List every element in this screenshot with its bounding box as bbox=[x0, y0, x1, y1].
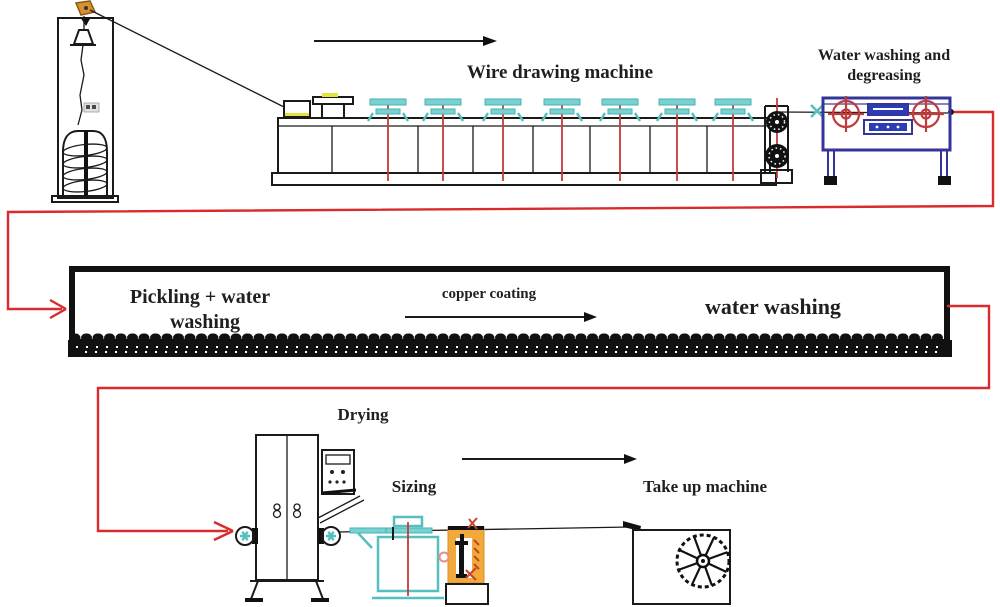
pickling-label-line2: washing bbox=[170, 311, 240, 333]
capstan-wheel-icon bbox=[765, 144, 789, 168]
lubricator-box bbox=[438, 517, 489, 605]
drying-legs bbox=[245, 580, 329, 602]
door-handle-icon bbox=[272, 503, 302, 519]
take-up-machine: Take up machine bbox=[462, 454, 768, 605]
water-washing-label: water washing bbox=[705, 294, 841, 319]
sizing-unit: Sizing bbox=[349, 477, 444, 600]
pulley-icon bbox=[235, 526, 258, 546]
inlet-block bbox=[283, 93, 354, 119]
flow-arrow-top bbox=[314, 36, 497, 46]
cell-tanks bbox=[863, 103, 913, 135]
process-trough: Pickling + water washing copper coating … bbox=[68, 266, 952, 357]
capstan-wheel-icon bbox=[766, 111, 788, 133]
guide-wheel-icon bbox=[908, 96, 944, 132]
degreasing-label-line2: degreasing bbox=[847, 67, 920, 84]
pink-ring-icon bbox=[438, 551, 450, 563]
copper-coating-label: copper coating bbox=[442, 286, 537, 302]
control-panel bbox=[317, 449, 365, 524]
sensor-device-icon bbox=[455, 534, 468, 578]
red-hazard-marks bbox=[465, 517, 480, 581]
guide-bell bbox=[72, 29, 95, 45]
pay-off-stand bbox=[51, 0, 285, 203]
take-up-spool-icon bbox=[675, 533, 731, 589]
sizing-label: Sizing bbox=[392, 477, 437, 496]
pulley-icon bbox=[318, 526, 341, 546]
wire-guide-icon bbox=[810, 104, 824, 118]
drying-label: Drying bbox=[338, 405, 390, 424]
wire-coil bbox=[62, 130, 108, 196]
capstan-block bbox=[760, 98, 793, 184]
take-up-label: Take up machine bbox=[643, 477, 768, 496]
copper-coating-arrow bbox=[405, 312, 597, 322]
red-flow-path-1 bbox=[6, 110, 995, 320]
red-arrow-icon bbox=[49, 298, 67, 320]
die-holders bbox=[366, 97, 755, 183]
drying-machine: Drying bbox=[235, 405, 390, 602]
pickling-label-line1: Pickling + water bbox=[130, 286, 270, 308]
wire-clamp bbox=[623, 521, 641, 531]
wire-line-to-degreasing bbox=[776, 111, 949, 114]
flow-arrow-bottom bbox=[462, 454, 637, 464]
wire-drawing-machine: Wire drawing machine bbox=[271, 36, 954, 186]
trough-bottom-band bbox=[68, 333, 952, 357]
wire-drawing-machine-label: Wire drawing machine bbox=[467, 62, 653, 83]
guide-wheel-icon bbox=[828, 96, 864, 132]
red-arrow-icon bbox=[213, 520, 234, 542]
degreasing-label-line1: Water washing and bbox=[818, 47, 950, 64]
small-tag bbox=[83, 102, 100, 113]
wire-line-payoff bbox=[89, 9, 285, 108]
water-washing-degreasing-machine: Water washing and degreasing bbox=[810, 47, 952, 185]
red-flow-path-2 bbox=[96, 304, 991, 542]
